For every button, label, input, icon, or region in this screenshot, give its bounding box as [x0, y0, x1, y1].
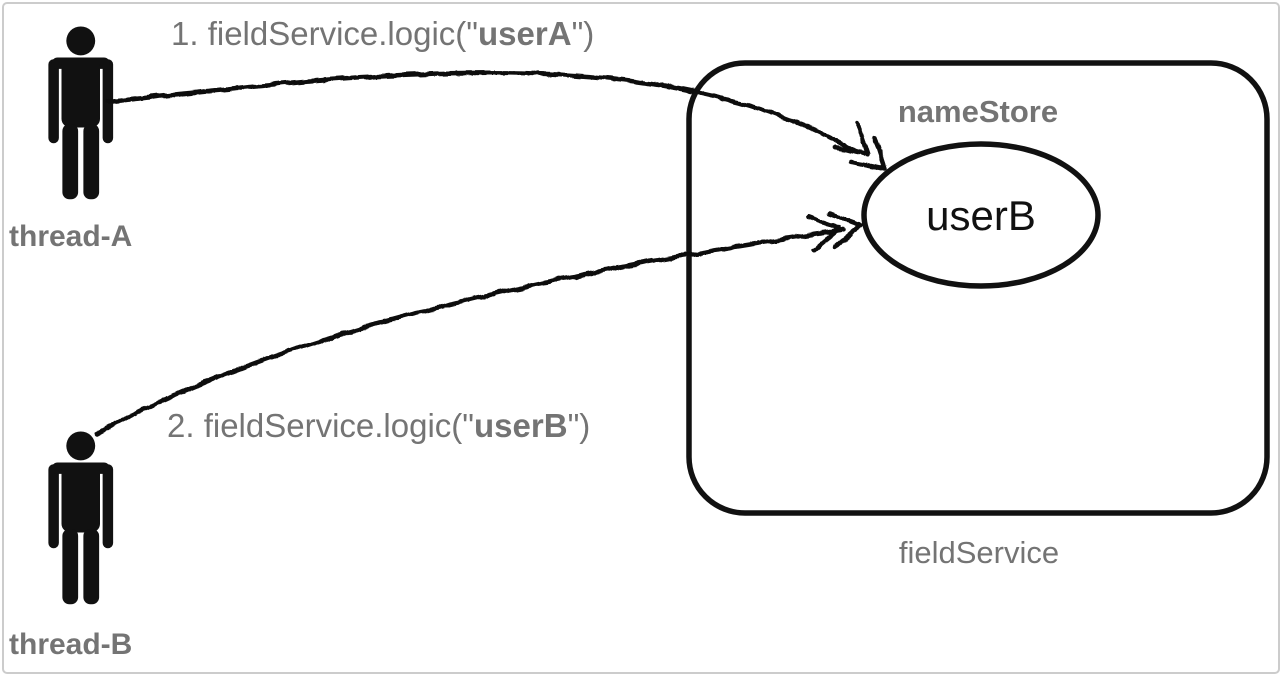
call-label-1-suffix: "): [572, 15, 595, 52]
call-arrow-1-head-icon: [833, 119, 871, 157]
person-head: [66, 431, 96, 461]
concurrency-diagram: 1. fieldService.logic("userA") 2. fieldS…: [9, 15, 1270, 661]
stored-value-label: userB: [926, 192, 1036, 239]
person-icon: [48, 26, 114, 200]
thread-b-label: thread-B: [9, 628, 132, 661]
call-arrow-2: [93, 227, 847, 437]
call-label-2-arg: userB: [474, 407, 568, 444]
person-torso: [61, 462, 100, 533]
call-arrow-1-head-icon: [849, 134, 888, 172]
call-label-1-prefix: 1. fieldService.logic(": [171, 15, 478, 52]
person-head: [66, 26, 96, 56]
call-arrow-1: [105, 70, 858, 154]
person-icon: [48, 431, 114, 605]
thread-a-label: thread-A: [9, 220, 132, 253]
person-left-leg: [62, 529, 79, 605]
person-right-arm: [102, 464, 114, 549]
call-label-2-prefix: 2. fieldService.logic(": [167, 407, 474, 444]
person-left-leg: [62, 124, 79, 200]
call-arrow-2-head-icon: [826, 211, 864, 250]
call-label-2-suffix: "): [568, 407, 591, 444]
person-right-leg: [83, 124, 100, 200]
fieldservice-label: fieldService: [899, 535, 1059, 570]
namestore-label: nameStore: [898, 94, 1058, 129]
person-torso: [61, 57, 100, 128]
person-right-leg: [83, 529, 100, 605]
namestore-ellipse: [861, 141, 1101, 289]
call-arrow-2-head-icon: [805, 214, 842, 253]
call-label-2: 2. fieldService.logic("userB"): [167, 407, 590, 444]
person-left-arm: [48, 59, 59, 144]
call-label-1: 1. fieldService.logic("userA"): [171, 15, 594, 52]
call-label-1-arg: userA: [478, 15, 572, 52]
person-left-arm: [48, 464, 59, 549]
call-arrows: [93, 70, 888, 437]
